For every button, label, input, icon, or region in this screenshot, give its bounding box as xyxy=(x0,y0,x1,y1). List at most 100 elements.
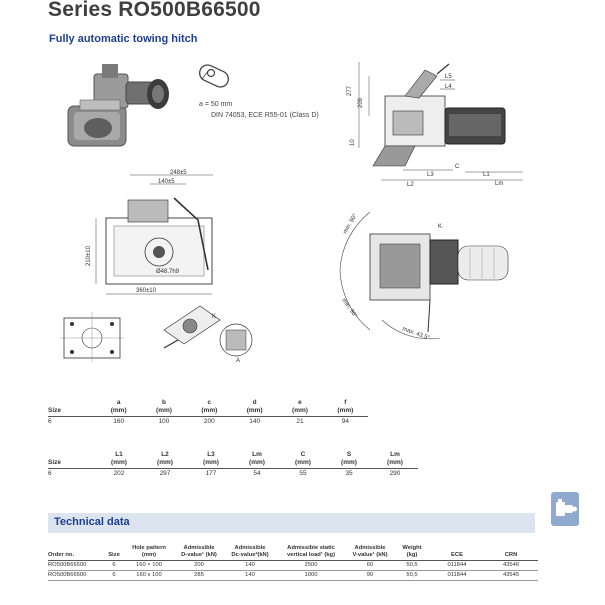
col-unit: (mm) xyxy=(372,459,418,469)
col-header: Admissible xyxy=(354,545,386,551)
label-L1: L1 xyxy=(483,172,490,178)
table-cell: 94 xyxy=(341,418,349,425)
col-dc-value: Dc-value²(kN) xyxy=(224,552,276,561)
dim-360: 360±10 xyxy=(136,288,157,294)
table-cell: 1000 xyxy=(276,570,346,581)
table-cell: 43546 xyxy=(484,560,538,571)
col-letter: a xyxy=(116,399,121,406)
col-order-no: Order no. xyxy=(48,552,104,561)
table-cell: 160 x 100 xyxy=(124,570,174,581)
label-L4: L4 xyxy=(445,84,452,90)
label-A: A xyxy=(236,358,240,364)
table-cell: 55 xyxy=(299,470,307,477)
section-title: Technical data xyxy=(54,516,130,528)
page-title: Series RO500B66500 xyxy=(48,0,261,21)
table-cell: RO500B66500 xyxy=(48,570,104,581)
col-header: Weight xyxy=(402,545,422,551)
angle-bottom: min. 90° xyxy=(340,298,358,320)
table-cell: 50,5 xyxy=(394,570,430,581)
dim-140: 140±5 xyxy=(158,179,175,185)
table-cell: 43545 xyxy=(484,570,538,581)
col-letter: Lm xyxy=(252,451,262,458)
col-letter: f xyxy=(344,399,347,406)
label-C: C xyxy=(455,164,460,170)
spec-jaw-size: a = 50 mm xyxy=(199,101,233,108)
col-letter: C xyxy=(300,451,306,458)
table-cell: 200 xyxy=(174,560,224,571)
front-view-drawing: 248±5 140±5 210±10 360±10 Ø48.7h9 xyxy=(86,170,213,295)
col-hole-pattern: (mm) xyxy=(124,552,174,561)
col-letter: L3 xyxy=(207,451,215,458)
side-tab[interactable] xyxy=(551,492,579,526)
table-cell: 177 xyxy=(205,470,217,477)
col-v-value: V-value¹ (kN) xyxy=(346,552,394,561)
col-letter: d xyxy=(252,399,257,406)
col-weight: (kg) xyxy=(394,552,430,561)
col-unit: (mm) xyxy=(142,459,188,469)
table-cell: 6 xyxy=(48,418,52,425)
side-elevation-drawing: 277 209 10 L5 L4 L3 C L1 L2 Lm xyxy=(347,62,523,188)
table-cell: 54 xyxy=(253,470,261,477)
table-cell: 90 xyxy=(346,570,394,581)
label-L3: L3 xyxy=(427,172,434,178)
table-cell: 011844 xyxy=(430,570,484,581)
table-cell: 60 xyxy=(346,560,394,571)
col-letter: L1 xyxy=(115,451,123,458)
dim-10: 10 xyxy=(350,139,356,146)
table-cell: 140 xyxy=(249,418,261,425)
coupling-icon xyxy=(556,499,577,516)
label-L2: L2 xyxy=(407,182,414,188)
col-unit: (mm) xyxy=(186,407,232,417)
col-header: Admissible xyxy=(183,545,215,551)
table-row: RO500B66500 6 160 x 100 285 140 1000 90 … xyxy=(48,570,538,581)
dimensions-table-1: a b c d e f Size (mm) (mm) (mm) (mm) (mm… xyxy=(48,399,368,426)
col-unit: (mm) xyxy=(280,459,326,469)
col-unit: (mm) xyxy=(322,407,368,417)
table-cell: 290 xyxy=(389,470,401,477)
label-Lm: Lm xyxy=(495,181,503,187)
table-cell: 160 × 100 xyxy=(124,560,174,571)
col-letter: S xyxy=(346,451,352,458)
col-crn: CRN xyxy=(484,552,538,561)
table-cell: 35 xyxy=(345,470,353,477)
drawbar-eye-icon xyxy=(199,64,229,88)
col-unit: (mm) xyxy=(188,459,234,469)
table-cell: 6 xyxy=(48,470,52,477)
table-cell: 160 xyxy=(113,418,125,425)
table-cell: 21 xyxy=(296,418,304,425)
dim-209: 209 xyxy=(358,97,364,108)
label-K-detail: K xyxy=(212,314,216,320)
top-view-drawing: min. 90° min. 90° max. 43,5° K xyxy=(339,211,509,342)
label-K: K xyxy=(438,224,442,230)
table-cell: RO500B66500 xyxy=(48,560,104,571)
spec-standards: DIN 74053, ECE R55-01 (Class D) xyxy=(211,112,319,119)
detail-drawing: K A xyxy=(163,305,253,364)
col-size: Size xyxy=(48,407,96,417)
col-header: Admissible xyxy=(234,545,266,551)
col-size: Size xyxy=(104,552,124,561)
col-unit: (mm) xyxy=(96,459,142,469)
col-unit: (mm) xyxy=(277,407,323,417)
product-photo xyxy=(67,64,169,147)
col-ece: ECE xyxy=(430,552,484,561)
col-vertical-load: vertical load¹ (kg) xyxy=(276,552,346,561)
page-subtitle: Fully automatic towing hitch xyxy=(49,33,198,45)
table-cell: 50,5 xyxy=(394,560,430,571)
table-row: RO500B66500 6 160 × 100 200 140 2500 60 … xyxy=(48,560,538,571)
dim-248: 248±5 xyxy=(170,170,187,176)
col-unit: (mm) xyxy=(234,459,280,469)
table-cell: 200 xyxy=(203,418,215,425)
table-cell: 202 xyxy=(113,470,125,477)
col-d-value: D-value¹ (kN) xyxy=(174,552,224,561)
mounting-plate-drawing xyxy=(60,312,124,362)
col-letter: b xyxy=(162,399,166,406)
table-cell: 6 xyxy=(104,570,124,581)
table-cell: 2500 xyxy=(276,560,346,571)
col-letter: e xyxy=(298,399,302,406)
label-L5: L5 xyxy=(445,74,452,80)
col-letter: L2 xyxy=(161,451,169,458)
col-unit: (mm) xyxy=(231,407,278,417)
table-row: 6 160 100 200 140 21 94 xyxy=(48,417,368,427)
col-letter: Lm xyxy=(390,451,400,458)
angle-max: max. 43,5° xyxy=(401,326,431,342)
